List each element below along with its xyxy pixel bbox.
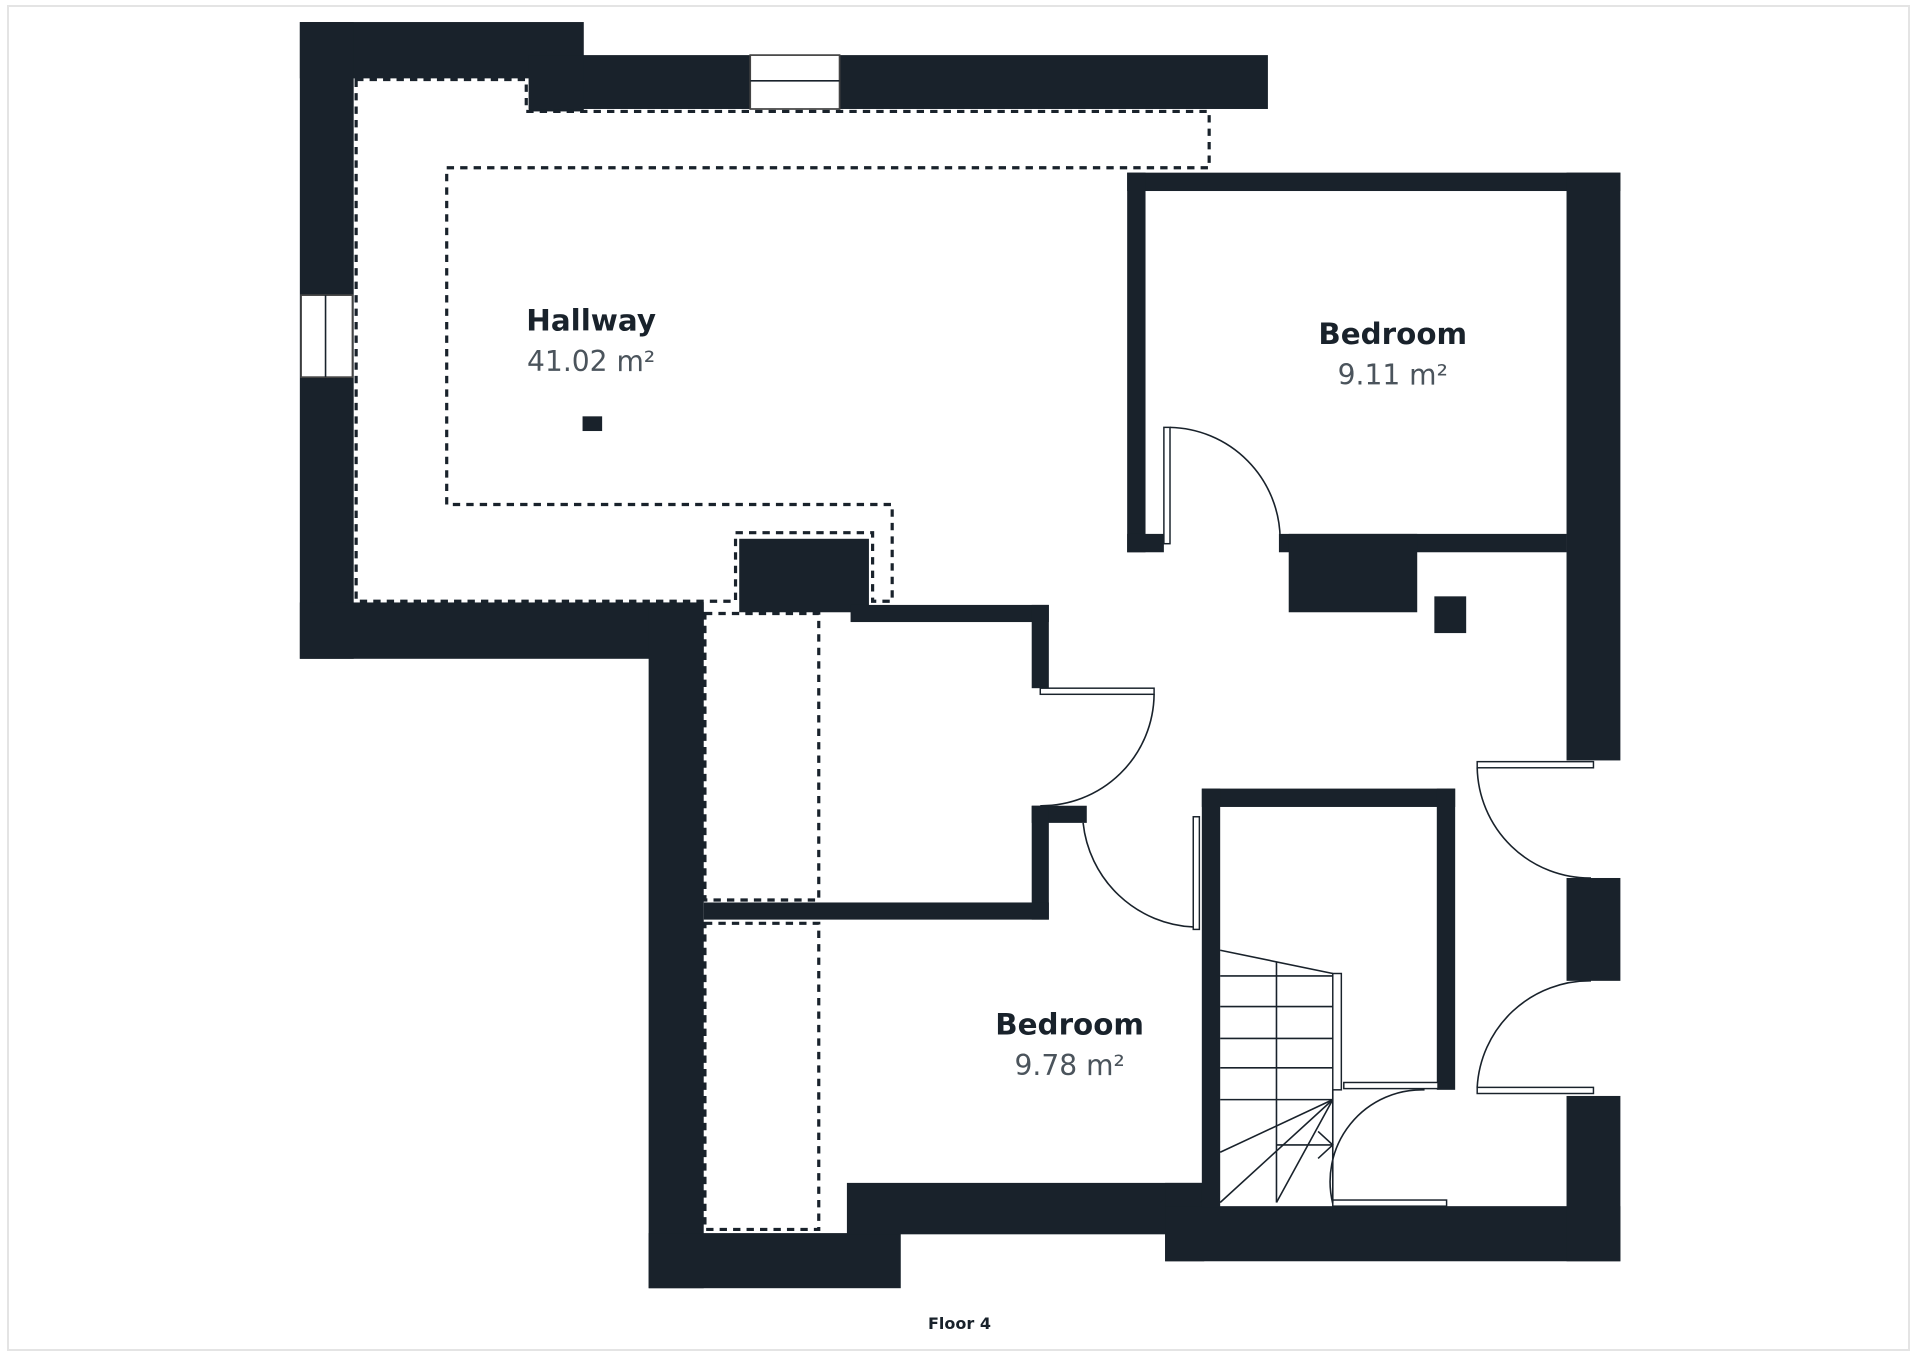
- room-name: Bedroom: [995, 1008, 1144, 1042]
- floor-label: Floor 4: [928, 1314, 991, 1333]
- window-left: [300, 294, 354, 379]
- staircase-icon: [1219, 949, 1343, 1204]
- room-area: 41.02 m²: [527, 345, 655, 378]
- room-area: 9.78 m²: [1015, 1049, 1125, 1082]
- room-name: Bedroom: [1318, 317, 1467, 351]
- room-label-bedroom-top: Bedroom 9.11 m²: [1318, 317, 1467, 391]
- doors: [1039, 426, 1595, 1207]
- stair-direction-arrow-icon: [1317, 1130, 1334, 1159]
- room-label-bedroom-bottom: Bedroom 9.78 m²: [995, 1008, 1144, 1082]
- window-top: [749, 54, 841, 110]
- column-icon: [582, 416, 603, 432]
- room-label-hallway: Hallway 41.02 m²: [526, 304, 656, 378]
- low-ceiling-outlines: [354, 78, 1211, 1232]
- windows: [300, 54, 841, 379]
- room-name: Hallway: [526, 304, 656, 338]
- room-area: 9.11 m²: [1338, 358, 1448, 391]
- walls: [299, 22, 1621, 1289]
